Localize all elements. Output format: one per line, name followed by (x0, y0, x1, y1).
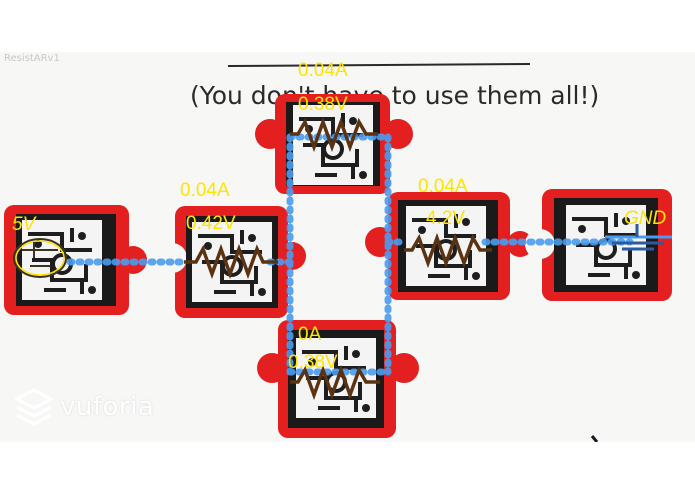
tile-resistor-right (365, 192, 533, 300)
r-right-current-label: 0.04A (418, 176, 468, 197)
r-left-voltage-label: 0.42V (186, 213, 236, 234)
ar-scene-svg: (You don't have to use them all!) (4, 60, 672, 442)
ground-icon (605, 224, 672, 251)
r-bottom-current-label: 0A (298, 324, 322, 345)
r-right-voltage-label: 4.2V (426, 208, 465, 229)
underline-stroke (227, 63, 531, 67)
wire-traces (66, 133, 634, 376)
battery-voltage-label: 5V (12, 214, 38, 235)
marker-stroke (590, 435, 599, 442)
r-top-current-label: 0.04A (298, 60, 348, 81)
ar-camera-view: (You don't have to use them all!) (0, 52, 695, 442)
vuforia-logo-icon (14, 388, 54, 426)
app-title: ResistARv1 (4, 53, 60, 64)
tile-ground (525, 189, 672, 301)
vuforia-watermark: vuforia (14, 388, 154, 426)
ground-label: GND (624, 208, 667, 229)
r-bottom-voltage-label: 0.38V (288, 352, 338, 373)
r-top-voltage-label: 0.38V (298, 94, 348, 115)
whiteboard-note: (You don't have to use them all!) (190, 81, 599, 110)
resistor-symbols (184, 116, 492, 401)
battery-icon (13, 238, 67, 278)
vuforia-logo-text: vuforia (60, 392, 155, 422)
r-left-current-label: 0.04A (180, 180, 230, 201)
